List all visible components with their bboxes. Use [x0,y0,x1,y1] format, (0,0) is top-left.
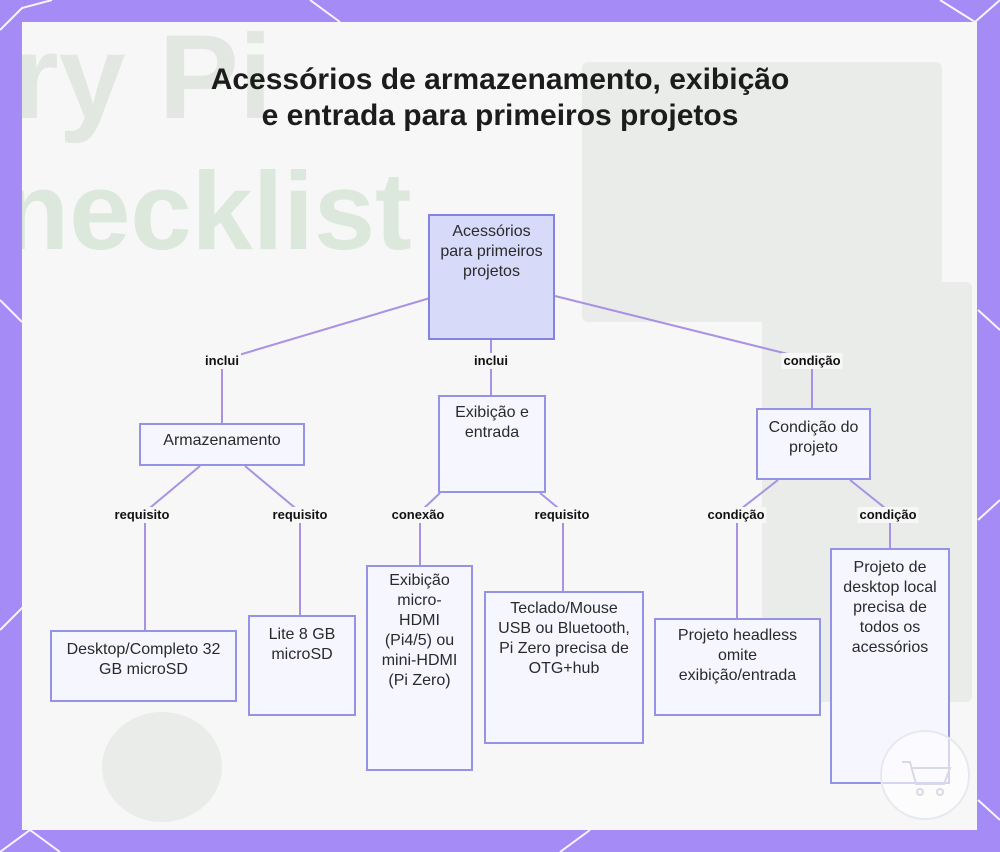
edge-label-display-keyboard: requisito [532,507,592,523]
node-keyboard-text: Teclado/Mouse USB ou Bluetooth, Pi Zero … [498,600,630,677]
node-root-text: Acessórios para primeiros projetos [440,223,543,280]
node-storage-text: Armazenamento [163,432,281,449]
edge-storage-lite [244,465,301,615]
node-display: Exibição e entrada [438,395,546,493]
node-desktop-local-text: Projeto de desktop local precisa de todo… [843,559,937,656]
edge-root-condition [554,295,813,408]
background-shape [582,62,942,322]
node-lite-sd-text: Lite 8 GB microSD [268,626,336,663]
logo-badge [880,730,970,820]
node-desktop-sd: Desktop/Completo 32 GB microSD [50,630,237,702]
node-hdmi-text: Exibição micro-HDMI (Pi4/5) ou mini-HDMI… [381,572,458,689]
edge-label-root-display: inclui [472,353,510,369]
node-lite-sd: Lite 8 GB microSD [248,615,356,716]
node-keyboard: Teclado/Mouse USB ou Bluetooth, Pi Zero … [484,591,644,744]
diagram-title: Acessórios de armazenamento, exibição e … [210,63,790,132]
edge-condition-headless [736,479,779,618]
background-watermark-text: ry Pi [22,22,273,144]
edge-label-display-hdmi: conexão [389,507,447,523]
edge-label-storage-lite: requisito [270,507,330,523]
edge-label-root-condition: condição [781,353,843,369]
edge-label-condition-desktop: condição [857,507,919,523]
node-hdmi: Exibição micro-HDMI (Pi4/5) ou mini-HDMI… [366,565,473,771]
edge-root-storage [221,297,431,423]
node-headless-text: Projeto headless omite exibição/entrada [677,627,798,684]
edge-label-storage-desktop: requisito [112,507,172,523]
node-condition-text: Condição do projeto [768,419,859,456]
node-headless: Projeto headless omite exibição/entrada [654,618,821,716]
edge-display-hdmi [419,492,441,565]
node-storage: Armazenamento [139,423,305,466]
edge-storage-desktop [144,465,201,630]
background-shape [102,712,222,822]
node-desktop-sd-text: Desktop/Completo 32 GB microSD [66,641,221,678]
cart-icon [902,761,952,796]
node-display-text: Exibição e entrada [455,404,529,441]
node-root: Acessórios para primeiros projetos [428,214,555,340]
node-condition: Condição do projeto [756,408,871,480]
background-watermark-text: necklist [22,150,412,273]
edge-label-condition-headless: condição [705,507,767,523]
edge-label-root-storage: inclui [203,353,241,369]
